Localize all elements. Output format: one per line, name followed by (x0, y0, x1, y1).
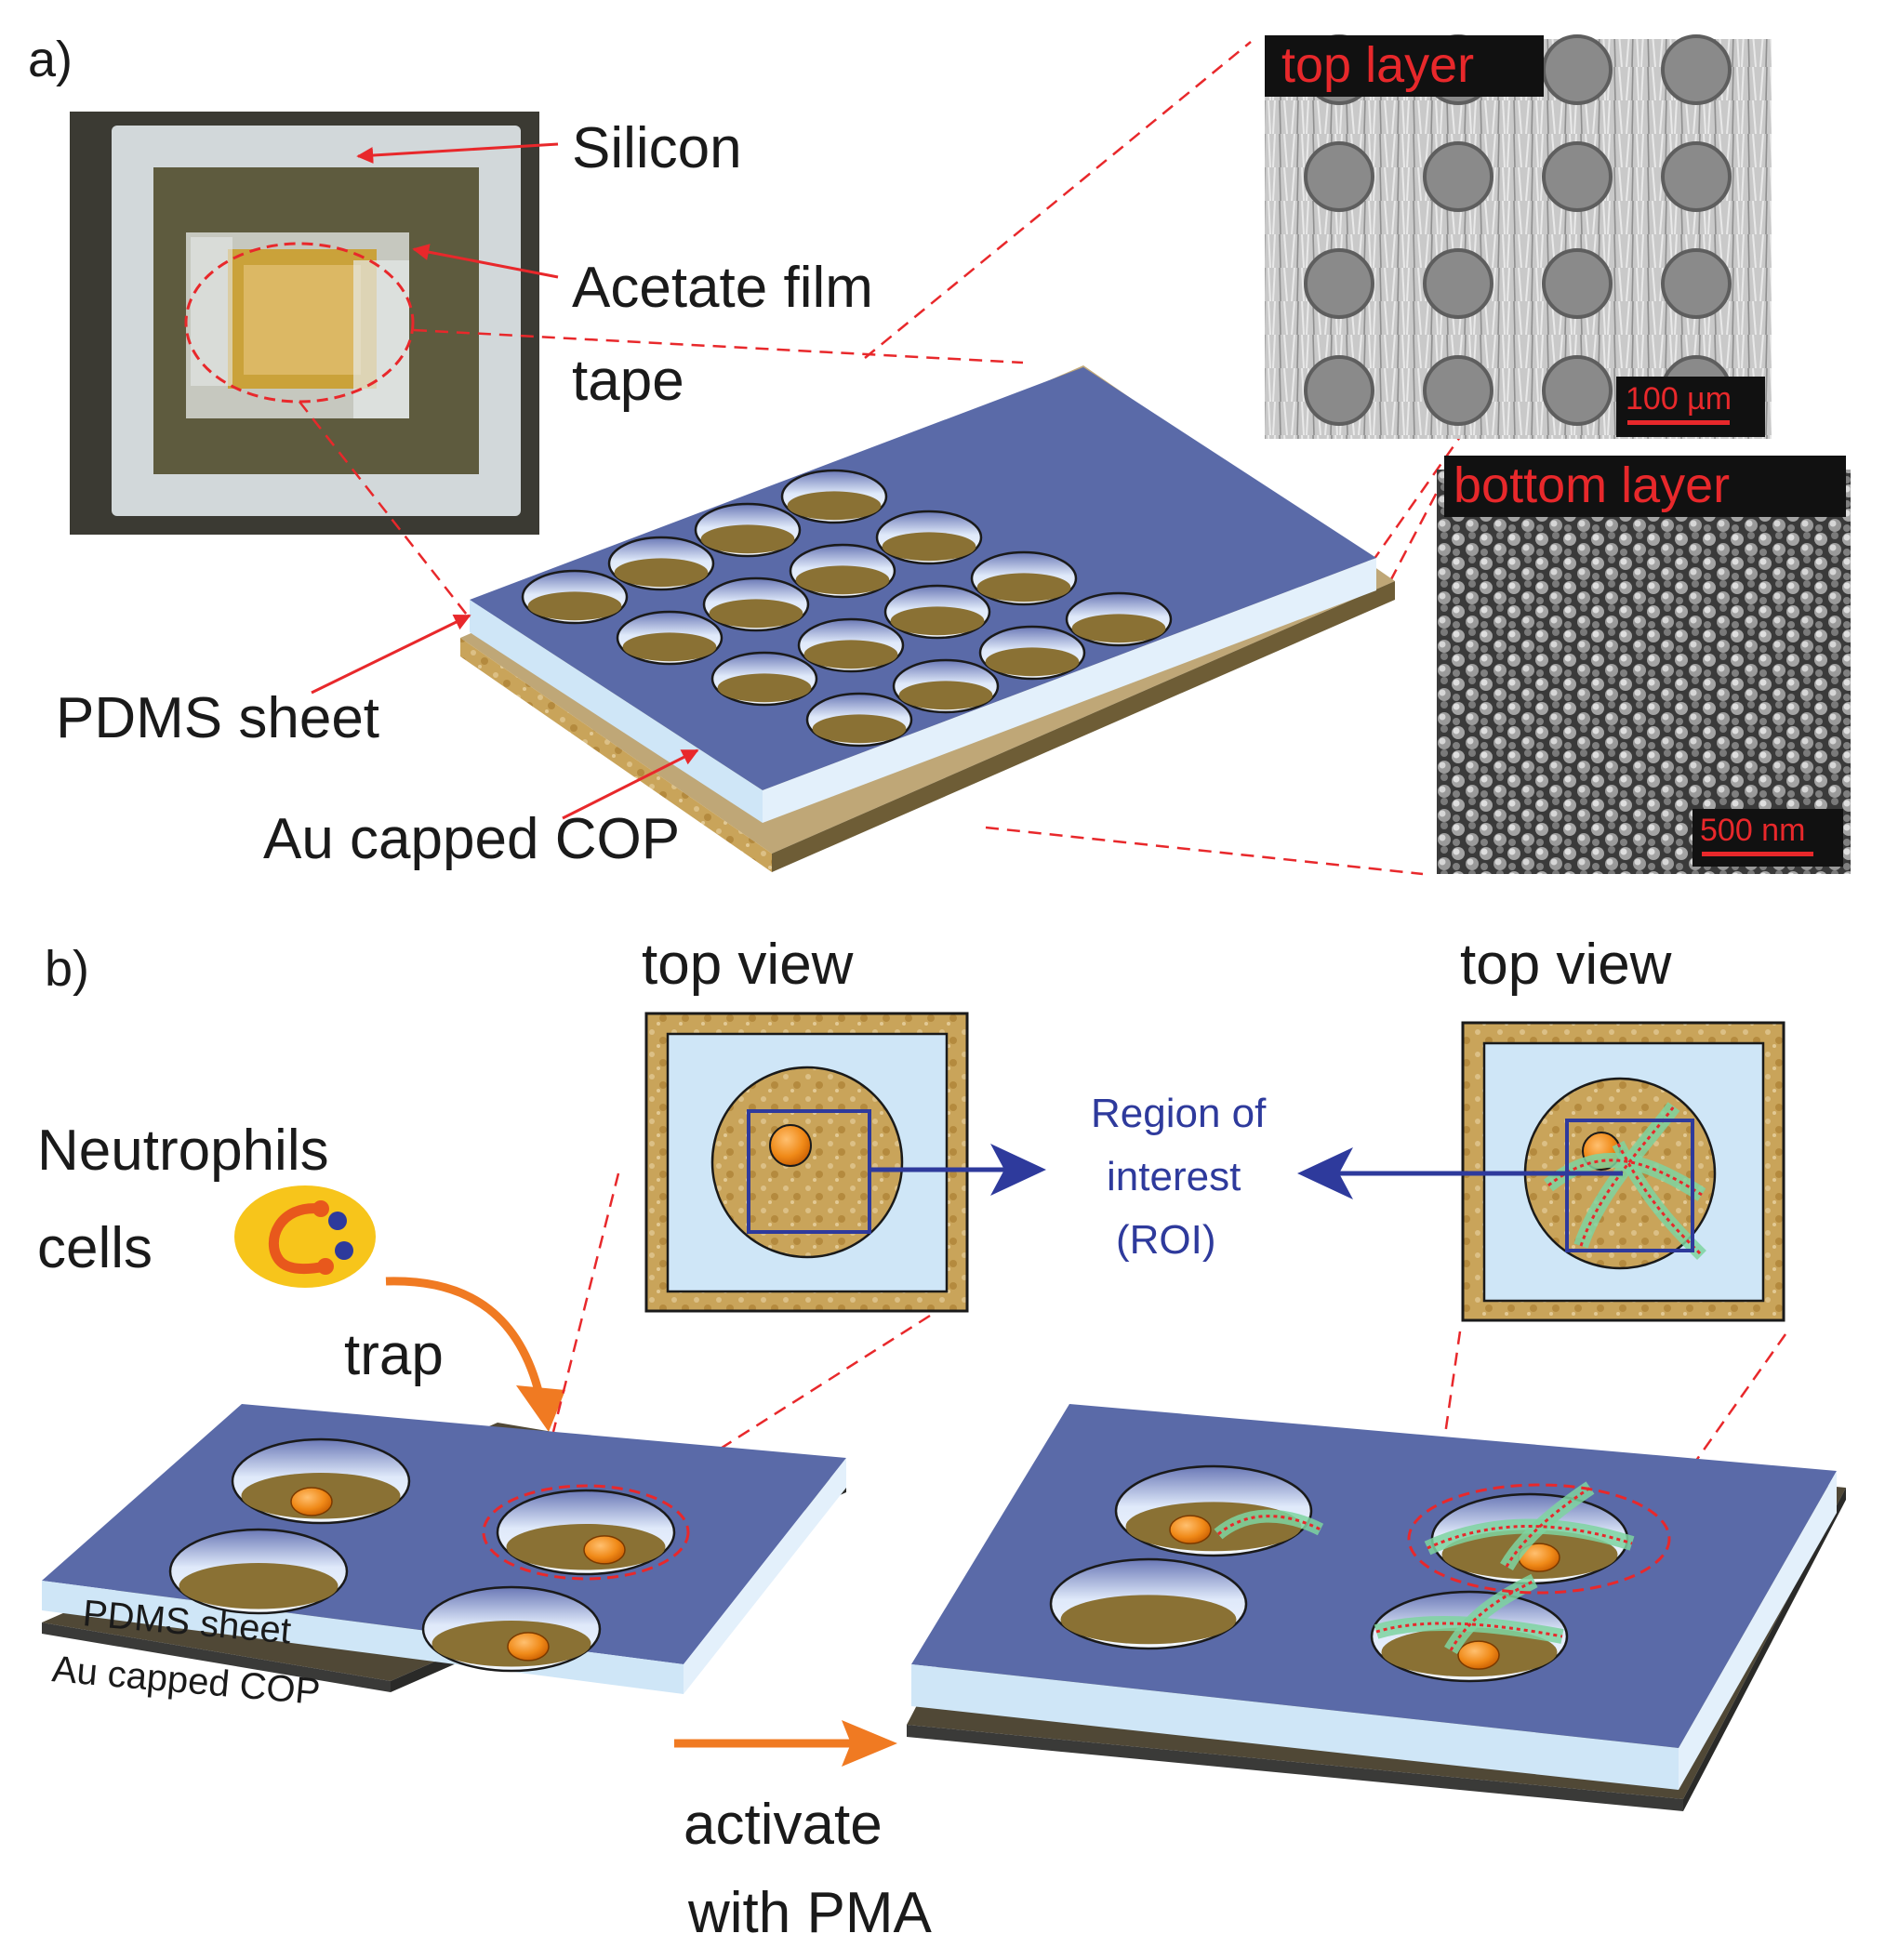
well (168, 1528, 349, 1615)
micrograph-pore (1304, 355, 1374, 426)
cop-label: Au capped COP (263, 807, 680, 871)
neutrophil-icon (234, 1185, 376, 1288)
top-view-right (1461, 1021, 1785, 1322)
micrograph-pore (1542, 355, 1613, 426)
trapped-cell (1169, 1515, 1212, 1544)
bottom-layer-micrograph: bottom layer 500 nm (1437, 456, 1851, 874)
well (797, 617, 905, 673)
micrograph-pore (1661, 34, 1732, 105)
panel-b-label: b) (45, 941, 89, 997)
trapped-cell-top-view (769, 1124, 812, 1167)
micrograph-pore (1542, 141, 1613, 212)
activate-arrowhead (842, 1720, 897, 1767)
cop-layer-right (772, 581, 1395, 872)
well (883, 584, 991, 640)
trapped-cell (507, 1632, 550, 1662)
chip-after-activation (907, 1404, 1846, 1811)
well-grid (521, 469, 1173, 748)
highlight-well-circle-right (1407, 1483, 1671, 1595)
micrograph-pore (1304, 141, 1374, 212)
micrograph-pore (1661, 248, 1732, 319)
trapped-cell (583, 1535, 626, 1565)
trapped-cell (1457, 1640, 1500, 1670)
micrograph-pore (1423, 141, 1493, 212)
pdms-arrow (311, 614, 471, 695)
chip-before-activation (42, 1404, 846, 1694)
pdms-sheet-top (470, 367, 1376, 790)
roi-label-line2: interest (1107, 1154, 1241, 1199)
roi-box-right (1565, 1119, 1694, 1252)
acetate-label-line2: tape (572, 349, 684, 413)
well (710, 651, 818, 707)
net-fibers-wells (1214, 1481, 1635, 1655)
top-view-left (644, 1012, 969, 1313)
neutrophils-label-line1: Neutrophils (37, 1119, 329, 1183)
top-layer-scale-bar (1627, 420, 1730, 425)
well (421, 1585, 602, 1673)
panel-a-label: a) (28, 32, 73, 87)
micrograph-pore (1423, 355, 1493, 426)
highlight-well-circle (482, 1484, 690, 1581)
well (1114, 1464, 1313, 1557)
well (694, 502, 802, 558)
neutrophils-label-line2: cells (37, 1216, 153, 1280)
device-3d (460, 365, 1395, 872)
top-layer-title: top layer (1281, 37, 1474, 93)
bottom-layer-title: bottom layer (1454, 457, 1730, 513)
well (1049, 1557, 1248, 1650)
trap-arrowhead (516, 1385, 565, 1432)
panel-a-leader-lines (299, 41, 1462, 876)
acetate-arrow (412, 244, 559, 279)
pdms-sheet-right (763, 558, 1376, 823)
roi-label-line3: (ROI) (1116, 1217, 1216, 1263)
pdms-label: PDMS sheet (56, 686, 379, 750)
silicon-label: Silicon (572, 116, 742, 180)
micrograph-pore (1304, 248, 1374, 319)
activate-label-line1: activate (684, 1793, 883, 1857)
well (780, 469, 888, 524)
well (496, 1489, 676, 1576)
well (970, 550, 1078, 606)
well (521, 569, 629, 625)
top-layer-micrograph: top layer 100 µm (1265, 34, 1772, 439)
sem-hole-grid (1304, 34, 1732, 426)
top-view-left-title: top view (642, 933, 854, 997)
trapped-cell (290, 1487, 333, 1516)
micrograph-pore (1542, 248, 1613, 319)
micrograph-pore (1661, 141, 1732, 212)
roi-arrowhead-left (990, 1144, 1046, 1196)
top-view-right-title: top view (1460, 933, 1672, 997)
well (789, 543, 896, 599)
well (892, 658, 1000, 714)
well (607, 536, 715, 591)
roi-arrowhead-right (1297, 1147, 1353, 1199)
micrograph-pore (1423, 248, 1493, 319)
well (1065, 591, 1173, 647)
acetate-label-line1: Acetate film (572, 256, 873, 320)
trap-label: trap (344, 1323, 444, 1387)
top-layer-scale-label: 100 µm (1626, 381, 1732, 417)
pdms-sheet-front (470, 600, 763, 823)
activate-label-line2: with PMA (687, 1881, 932, 1945)
well (805, 692, 913, 748)
well (616, 610, 723, 666)
device-photo (70, 112, 539, 535)
trap-arrow (385, 1277, 544, 1397)
cop-arrow (562, 748, 699, 820)
bottom-layer-scale-label: 500 nm (1700, 813, 1805, 848)
well (978, 625, 1086, 681)
micrograph-pore (1542, 34, 1613, 105)
bottom-layer-scale-bar (1702, 852, 1813, 856)
silicon-arrow (356, 142, 559, 165)
roi-label-line1: Region of (1091, 1091, 1267, 1136)
cop-layer-front (460, 638, 772, 872)
well (875, 510, 983, 565)
well (702, 576, 810, 632)
